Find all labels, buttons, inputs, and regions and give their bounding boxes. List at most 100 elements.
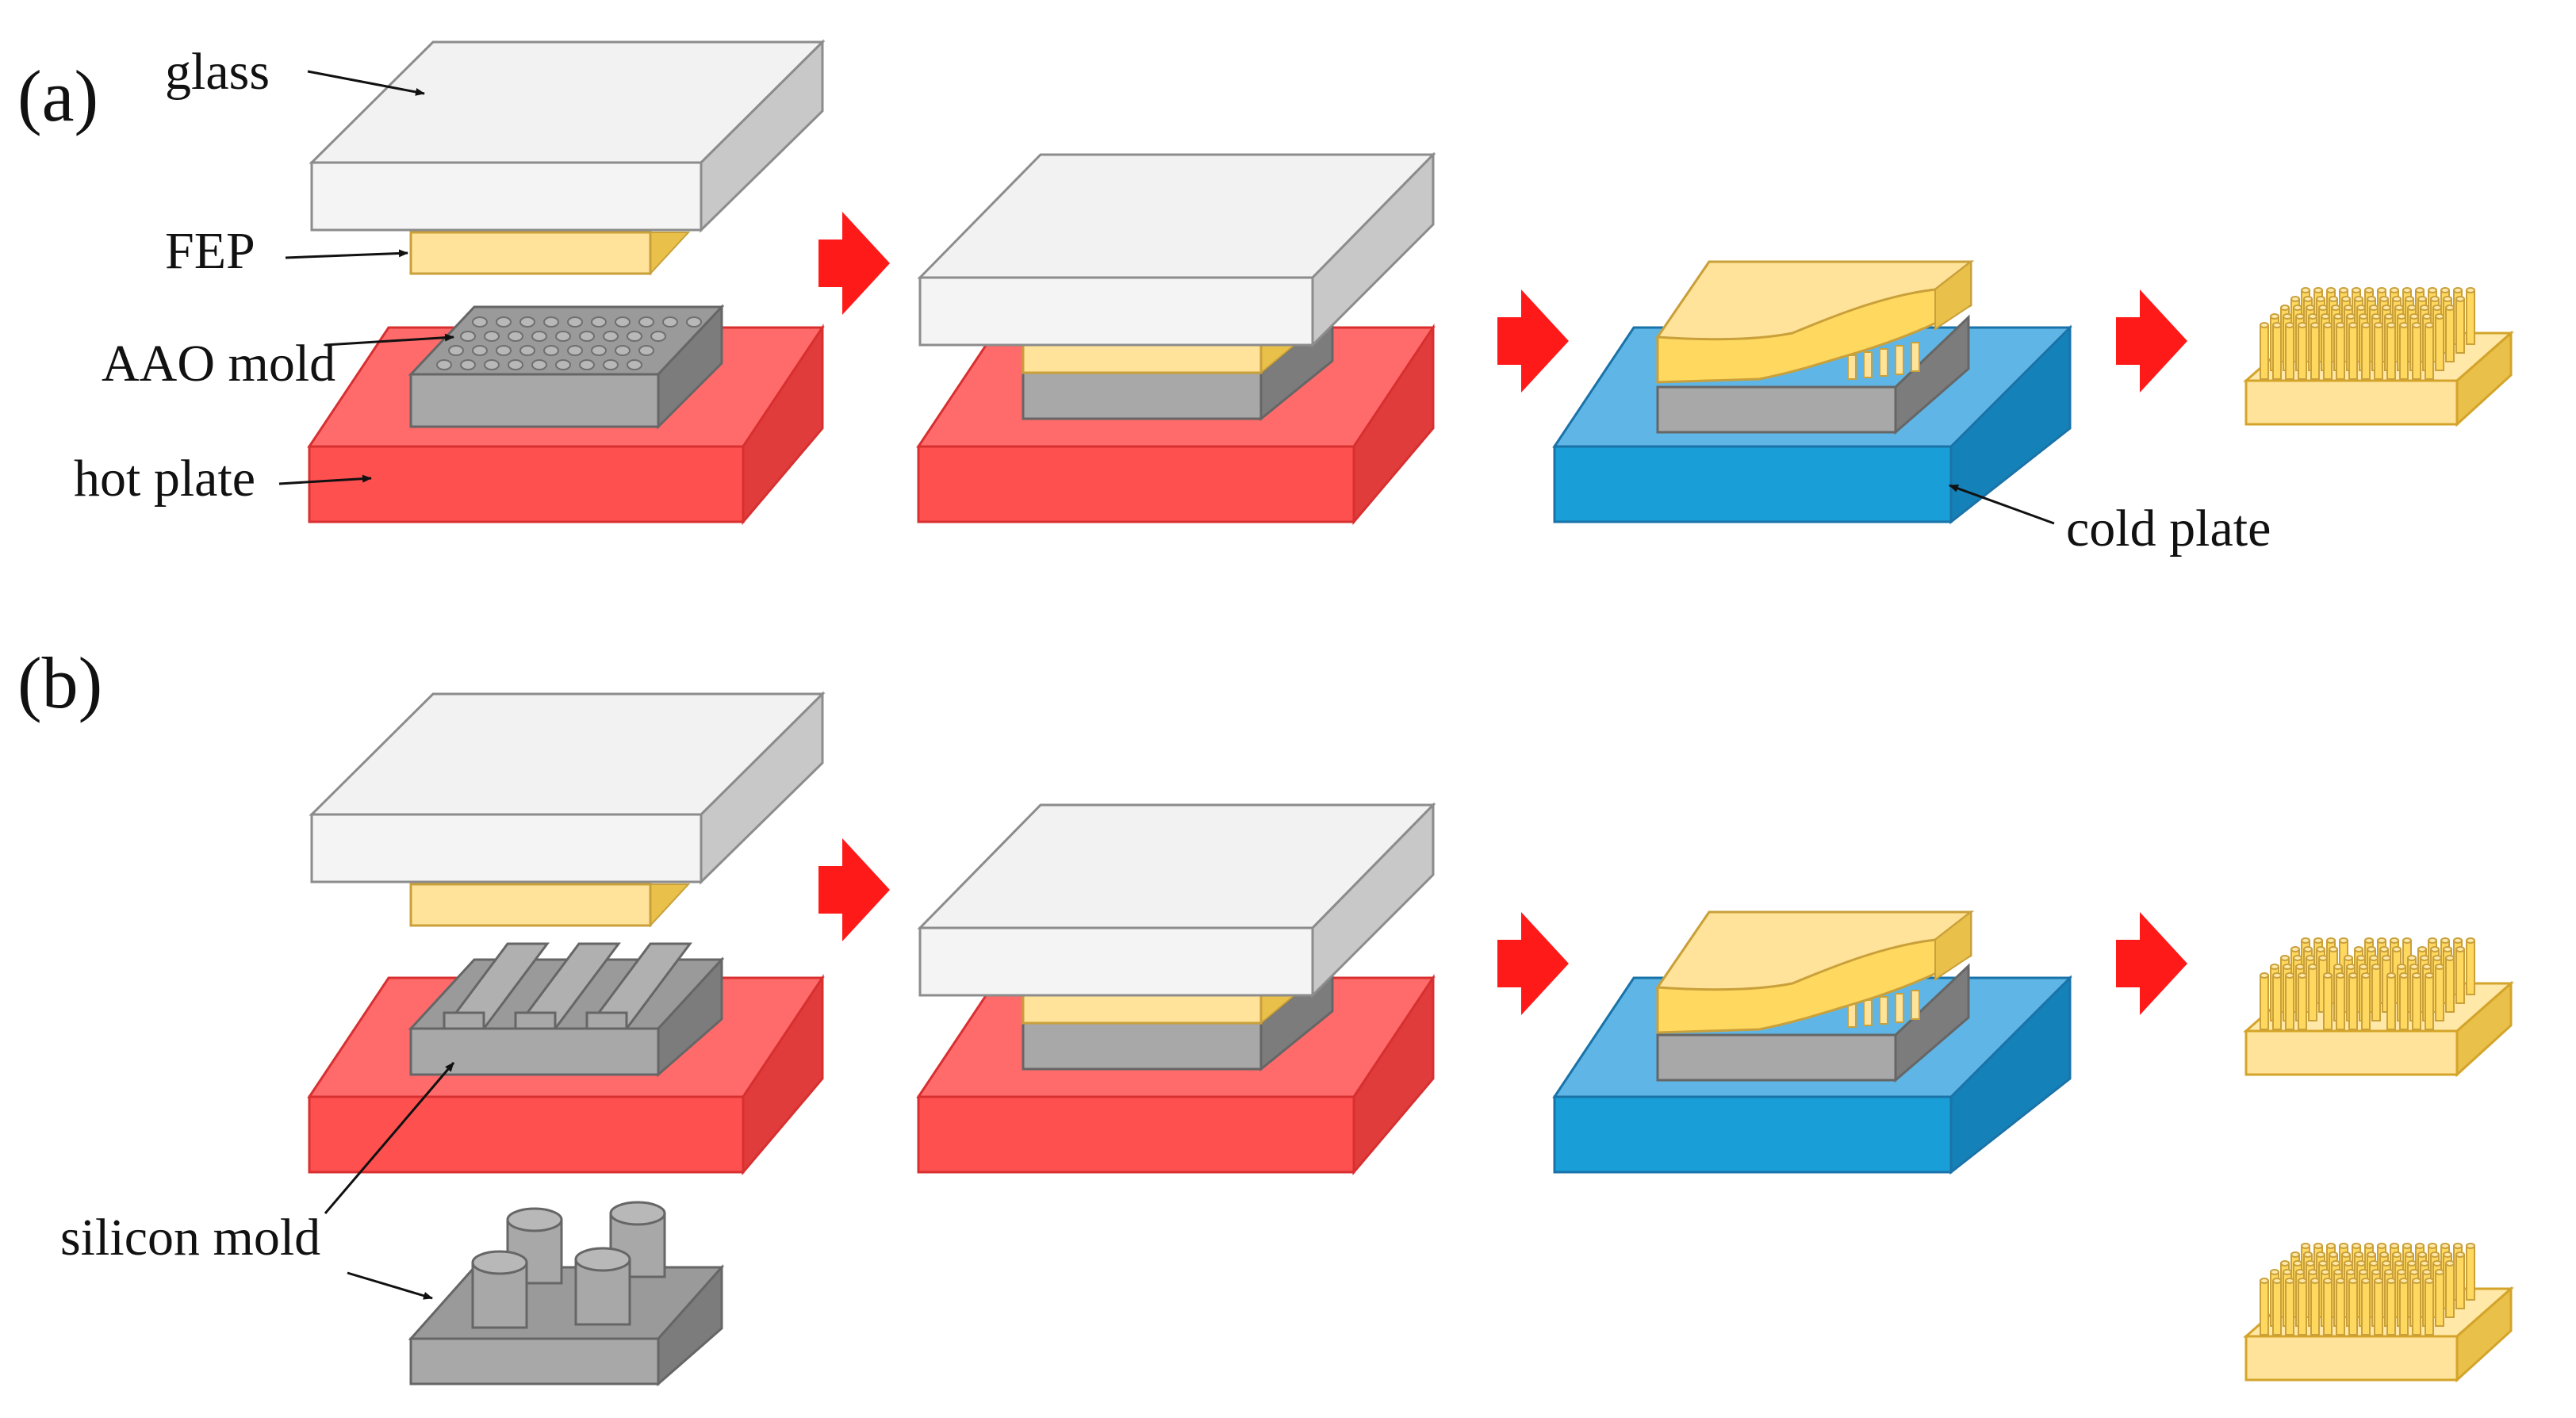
cold-plate-pointer: [1949, 484, 2055, 525]
nanopillar-cap: [2435, 313, 2444, 320]
nanopillar-cap: [2369, 955, 2379, 961]
nanopillar-cap: [2326, 937, 2336, 944]
nanopillar: [2412, 324, 2421, 380]
nanopillar: [2336, 324, 2345, 380]
nanopillar-cap: [2369, 305, 2379, 311]
nanopillar-cap: [2293, 305, 2302, 311]
nanopillar-cap: [2409, 313, 2419, 320]
nanopillar-cap: [2321, 1269, 2330, 1275]
nanopillar-cap: [2341, 296, 2351, 302]
fep-film-b1: [409, 883, 691, 928]
nanopillar-cap: [2313, 937, 2323, 944]
nanopillar-cap: [2348, 322, 2358, 328]
process-arrow-a2: [1497, 289, 1569, 393]
nanopillar: [2445, 307, 2455, 362]
nanopillar: [2374, 1280, 2383, 1336]
aao-mold-a2: [1022, 310, 1334, 422]
glass-label: glass: [165, 43, 270, 101]
nanopillar-cap: [2333, 313, 2343, 320]
nanopillar-cap: [2272, 1278, 2282, 1284]
nanopillar-cap: [2301, 937, 2310, 944]
nanopillar-cap: [2290, 296, 2300, 302]
aao-mold-a1: [408, 304, 725, 430]
nanopillar: [2371, 966, 2381, 1021]
nanopillar: [2272, 1280, 2282, 1336]
nanopillar-cap: [2352, 1243, 2361, 1249]
nanopillar: [2336, 975, 2345, 1030]
nanopillar-cap: [2341, 1251, 2351, 1258]
nanopillar-cap: [2329, 946, 2338, 952]
nanopillar: [2310, 324, 2320, 380]
nanopillar: [2348, 324, 2358, 380]
step-a1-assembly: [307, 39, 826, 526]
nanopillar-cap: [2392, 1251, 2402, 1258]
pillars-peeling-a3: [1847, 342, 1920, 380]
nanopillar: [2435, 966, 2444, 1021]
nanopillar-cap: [2377, 287, 2386, 293]
callouts-b: silicon mold: [60, 1062, 455, 1300]
nanopillar-cap: [2323, 1278, 2333, 1284]
nanopillar-cap: [2466, 1243, 2475, 1249]
fep-film-b3: [1655, 910, 1975, 1034]
nanopillar-cap: [2293, 955, 2302, 961]
nanopillar-cap: [2435, 1269, 2444, 1275]
nanopillar-cap: [2354, 296, 2363, 302]
nanopillar-cap: [2354, 946, 2363, 952]
nanopillar-cap: [2422, 964, 2432, 970]
nanopillar: [2399, 1280, 2409, 1336]
nanopillar-cap: [2344, 1260, 2353, 1267]
nanopillar: [2425, 975, 2434, 1030]
nanopillar-cap: [2417, 296, 2427, 302]
nanopillar-cap: [2379, 296, 2389, 302]
nanopillar-cap: [2348, 972, 2358, 979]
nanopillar-cap: [2432, 955, 2442, 961]
glass-pointer: [307, 70, 425, 96]
fep-film-a1: [409, 231, 691, 276]
nanopillar-cap: [2399, 1278, 2409, 1284]
glass-a1: [309, 39, 826, 233]
nanopillar-cap: [2339, 287, 2348, 293]
nanopillar: [2285, 1280, 2294, 1336]
nanopillar-cap: [2379, 946, 2389, 952]
nanopillar-cap: [2412, 322, 2421, 328]
nanopillar-cap: [2382, 1260, 2391, 1267]
nanopillar-cap: [2415, 287, 2425, 293]
nanopillar-cap: [2295, 1269, 2305, 1275]
nanopillar-cap: [2301, 287, 2310, 293]
nanopillar-cap: [2394, 1260, 2404, 1267]
nanopillar-cap: [2298, 1278, 2307, 1284]
nanopillar-cap: [2344, 305, 2353, 311]
nanopillar-cap: [2356, 1260, 2366, 1267]
nanopillar: [2386, 1280, 2396, 1336]
silicon-pillars: [471, 1201, 666, 1329]
nanopillar-cap: [2409, 1269, 2419, 1275]
fep-film-a3: [1655, 259, 1975, 384]
nanopillar-cap: [2290, 946, 2300, 952]
nanopillar-cap: [2386, 972, 2396, 979]
nanopillar-cap: [2339, 1243, 2348, 1249]
nanopillar: [2399, 324, 2409, 380]
nanopillar-cap: [2293, 1260, 2302, 1267]
nanopillar-cap: [2361, 1278, 2371, 1284]
nanopillar-cap: [2303, 296, 2313, 302]
nanopillar-cap: [2280, 1260, 2290, 1267]
nanopillar: [2435, 1271, 2444, 1327]
nanopillar-cap: [2295, 964, 2305, 970]
hot-plate-pointer: [278, 474, 372, 485]
nanopillar-cap: [2422, 1269, 2432, 1275]
nanopillar: [2455, 298, 2465, 354]
nanopillar: [2425, 1280, 2434, 1336]
nanopillar-cap: [2405, 1251, 2414, 1258]
nanopillar-cap: [2443, 946, 2452, 952]
nanopillar-cap: [2356, 305, 2366, 311]
nanopillar-cap: [2382, 955, 2391, 961]
nanopillar-cap: [2310, 1278, 2320, 1284]
nanopillar-cap: [2348, 1278, 2358, 1284]
nanopillar: [2260, 324, 2269, 380]
nanopillar-cap: [2270, 1269, 2279, 1275]
nanopillar-cap: [2316, 296, 2325, 302]
nanopillar-cap: [2272, 322, 2282, 328]
nanopillar-cap: [2329, 1251, 2338, 1258]
nanopillar-cap: [2346, 1269, 2356, 1275]
nanopillar-cap: [2344, 955, 2353, 961]
